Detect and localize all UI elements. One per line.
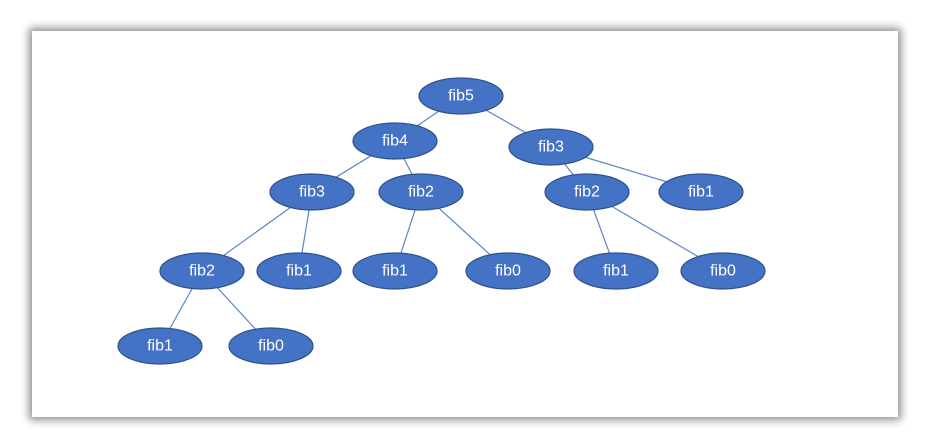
node-label: fib1 (603, 263, 629, 280)
node-label: fib1 (286, 263, 312, 280)
node-label: fib0 (710, 263, 736, 280)
node-fib0: fib0 (465, 252, 551, 290)
node-fib2: fib2 (378, 173, 464, 211)
node-fib1: fib1 (658, 173, 744, 211)
node-ellipse (508, 128, 594, 166)
node-label: fib1 (688, 184, 714, 201)
node-fib2: fib2 (159, 252, 245, 290)
node-fib2: fib2 (544, 173, 630, 211)
node-label: fib4 (382, 133, 408, 150)
node-fib4: fib4 (352, 122, 438, 160)
node-fib5: fib5 (418, 77, 504, 115)
node-label: fib1 (147, 338, 173, 355)
node-label: fib0 (495, 263, 521, 280)
node-fib0: fib0 (228, 327, 314, 365)
node-ellipse (228, 327, 314, 365)
node-label: fib2 (408, 184, 434, 201)
node-ellipse (378, 173, 464, 211)
node-ellipse (256, 252, 342, 290)
node-fib1: fib1 (573, 252, 659, 290)
node-fib1: fib1 (256, 252, 342, 290)
node-fib3: fib3 (269, 173, 355, 211)
node-ellipse (658, 173, 744, 211)
node-label: fib3 (538, 139, 564, 156)
node-ellipse (352, 252, 438, 290)
node-fib0: fib0 (680, 252, 766, 290)
node-ellipse (418, 77, 504, 115)
node-label: fib5 (448, 88, 474, 105)
node-fib3: fib3 (508, 128, 594, 166)
node-label: fib1 (382, 263, 408, 280)
node-fib1: fib1 (117, 327, 203, 365)
node-fib1: fib1 (352, 252, 438, 290)
node-label: fib3 (299, 184, 325, 201)
node-ellipse (680, 252, 766, 290)
node-ellipse (159, 252, 245, 290)
node-ellipse (352, 122, 438, 160)
node-label: fib2 (189, 263, 215, 280)
node-ellipse (465, 252, 551, 290)
node-label: fib2 (574, 184, 600, 201)
node-ellipse (269, 173, 355, 211)
node-ellipse (117, 327, 203, 365)
node-label: fib0 (258, 338, 284, 355)
node-ellipse (573, 252, 659, 290)
node-ellipse (544, 173, 630, 211)
